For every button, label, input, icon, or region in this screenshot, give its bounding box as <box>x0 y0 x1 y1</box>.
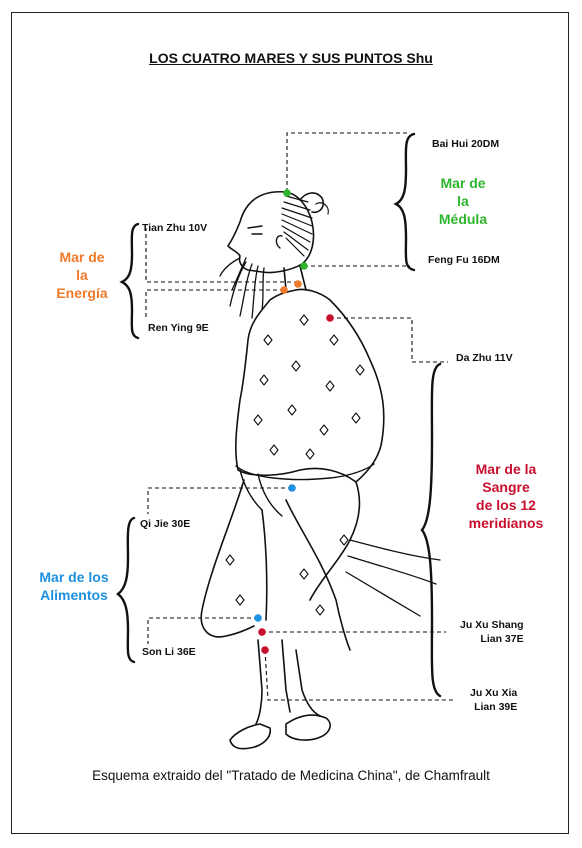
brace-energia <box>119 222 140 340</box>
label-ju-xu-xia-lian: Ju Xu Xia Lian 39E <box>470 686 517 714</box>
dot-feng-fu <box>300 262 308 270</box>
acupoint-dots <box>254 189 334 654</box>
label-tian-zhu: Tian Zhu 10V <box>142 222 208 234</box>
label-ju-xu-shang-lian-line1: Ju Xu Shang <box>460 619 524 631</box>
group-sangre-line4: meridianos <box>468 515 544 531</box>
group-mar-de-la-medula: Mar de la Médula <box>428 174 498 228</box>
page-title: LOS CUATRO MARES Y SUS PUNTOS Shu <box>149 50 433 66</box>
group-energia-line3: Energía <box>56 285 108 301</box>
page-frame <box>11 12 569 834</box>
label-ju-xu-shang-lian: Ju Xu Shang Lian 37E <box>460 618 524 646</box>
leader-lines <box>145 132 456 701</box>
group-alimentos-line2: Alimentos <box>40 587 108 603</box>
braces <box>116 132 442 698</box>
group-energia-line1: Mar de <box>59 249 105 265</box>
group-energia-line2: la <box>76 267 88 283</box>
label-qi-jie: Qi Jie 30E <box>140 518 191 530</box>
label-ren-ying: Ren Ying 9E <box>148 322 209 334</box>
dot-ju-xu-shang-lian <box>258 628 266 636</box>
robe-pattern <box>225 314 365 616</box>
label-ju-xu-shang-lian-line2: Lian 37E <box>480 633 524 645</box>
group-medula-line2: la <box>457 193 469 209</box>
group-mar-de-la-sangre: Mar de la Sangre de los 12 meridianos <box>450 460 562 532</box>
label-ju-xu-xia-lian-line2: Lian 39E <box>474 701 518 713</box>
group-medula-line1: Mar de <box>440 175 486 191</box>
label-feng-fu: Feng Fu 16DM <box>428 254 500 266</box>
figure-feet <box>229 723 272 750</box>
group-alimentos-line1: Mar de los <box>39 569 109 585</box>
group-sangre-line1: Mar de la <box>475 461 537 477</box>
label-son-li: Son Li 36E <box>142 646 196 658</box>
dot-da-zhu <box>326 314 334 322</box>
dot-ju-xu-xia-lian <box>261 646 269 654</box>
group-sangre-line2: Sangre <box>482 479 530 495</box>
figure-legs <box>255 639 321 725</box>
brace-medula <box>393 132 416 272</box>
group-mar-de-los-alimentos: Mar de los Alimentos <box>24 568 124 604</box>
group-medula-line3: Médula <box>438 211 488 227</box>
dot-tian-zhu <box>294 280 302 288</box>
label-da-zhu: Da Zhu 11V <box>456 352 513 364</box>
sage-figure <box>200 190 441 750</box>
dot-bai-hui <box>283 189 291 197</box>
label-bai-hui: Bai Hui 20DM <box>432 138 500 150</box>
group-mar-de-la-energia: Mar de la Energía <box>44 248 120 302</box>
brace-alimentos <box>116 516 136 664</box>
brace-sangre <box>420 362 442 698</box>
figure-head <box>227 190 315 274</box>
figure-beard <box>219 257 265 319</box>
source-caption: Esquema extraido del "Tratado de Medicin… <box>92 768 490 783</box>
label-ju-xu-xia-lian-line1: Ju Xu Xia <box>470 687 518 699</box>
dot-ren-ying <box>280 286 288 294</box>
dot-son-li <box>254 614 262 622</box>
dot-qi-jie <box>288 484 296 492</box>
group-sangre-line3: de los 12 <box>476 497 536 513</box>
